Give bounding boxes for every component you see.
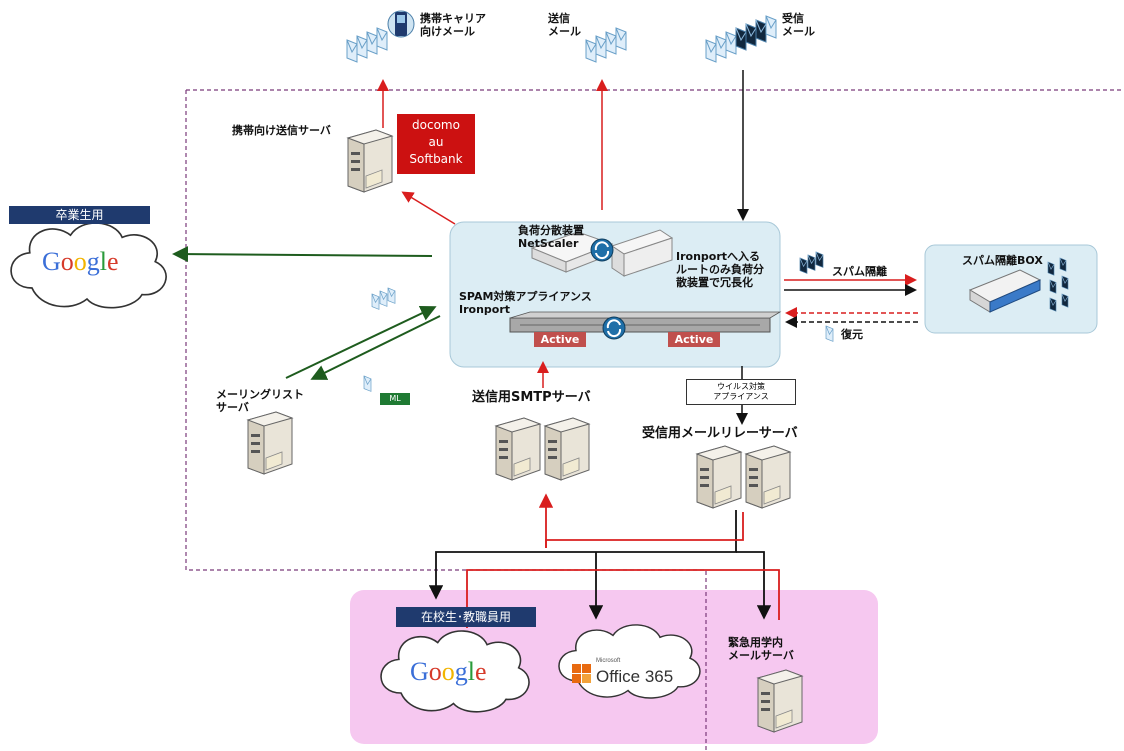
mobile-carrier-mail-label: 携帯キャリア 向けメール <box>420 12 486 38</box>
ironport-appliance <box>509 311 782 333</box>
active-badge-right: Active <box>668 332 720 347</box>
envelope-icon <box>363 375 372 392</box>
envelope-stack-icon <box>799 251 824 274</box>
arrow-to-mobile-server <box>401 191 456 225</box>
envelope-stack-icon <box>371 287 396 310</box>
incoming-mail-label: 受信 メール <box>782 12 815 38</box>
emergency-server-label: 緊急用学内 メールサーバ <box>728 636 794 662</box>
restore-label: 復元 <box>841 328 863 341</box>
arrow-ironport-to-ml <box>310 315 441 380</box>
spam-box-device-icon <box>968 269 1042 313</box>
smtp-server-label: 送信用SMTPサーバ <box>472 390 591 405</box>
arrow-ml-to-ironport <box>285 305 437 379</box>
google-logo: Google <box>42 247 119 276</box>
server-icon <box>696 445 742 509</box>
office-logo-icon <box>572 664 591 683</box>
boundary-line <box>185 89 1124 751</box>
arrow-to-graduates <box>172 246 433 263</box>
server-icon <box>757 669 803 733</box>
arrow-relay-to-emergency <box>736 551 772 620</box>
sync-icon <box>590 238 614 262</box>
mobile-send-server-label: 携帯向け送信サーバ <box>232 124 331 137</box>
ml-tag: ML <box>380 393 410 405</box>
mailing-list-server-label: メーリングリスト サーバ <box>216 388 304 414</box>
antivirus-box: ウイルス対策 アプライアンス <box>686 379 796 405</box>
ironport-note-label: Ironportへ入る ルートのみ負荷分 散装置で冗長化 <box>676 250 764 289</box>
google-logo: Google <box>410 657 487 686</box>
outgoing-mail-label: 送信 メール <box>548 12 581 38</box>
envelope-stack-icon <box>705 15 777 63</box>
envelope-icon <box>825 325 834 342</box>
server-icon <box>347 129 393 193</box>
envelope-stack-icon <box>585 27 627 63</box>
carrier-docomo: docomo <box>412 118 460 132</box>
server-icon <box>544 417 590 481</box>
load-balancer-label: 負荷分散装置 NetScaler <box>518 224 584 250</box>
office365-label: Office 365 <box>596 667 673 686</box>
spam-box-label: スパム隔離BOX <box>962 254 1043 267</box>
graduates-tag: 卒業生用 <box>9 206 150 224</box>
red-relay-line <box>545 512 744 548</box>
carrier-softbank: Softbank <box>409 152 463 166</box>
server-icon <box>495 417 541 481</box>
red-return-line <box>466 569 780 628</box>
arrow-relay-to-google <box>428 510 737 600</box>
antivirus-label: ウイルス対策 アプライアンス <box>713 382 769 401</box>
current-students-tag: 在校生･教職員用 <box>396 607 536 627</box>
envelope-stack-icon <box>346 27 388 63</box>
microsoft-label: Microsoft <box>596 658 621 664</box>
spam-isolation-label: スパム隔離 <box>832 265 887 278</box>
carrier-au: au <box>428 135 444 149</box>
mobile-phone-icon <box>387 10 415 38</box>
carrier-list-box: docomo au Softbank <box>397 114 475 174</box>
load-balancer-device <box>530 229 674 277</box>
relay-server-label: 受信用メールリレーサーバ <box>642 426 798 441</box>
sync-icon <box>602 316 626 340</box>
server-icon <box>745 445 791 509</box>
spam-appliance-label: SPAM対策アプライアンス Ironport <box>459 290 592 316</box>
server-icon <box>247 411 293 475</box>
active-badge-left: Active <box>534 332 586 347</box>
